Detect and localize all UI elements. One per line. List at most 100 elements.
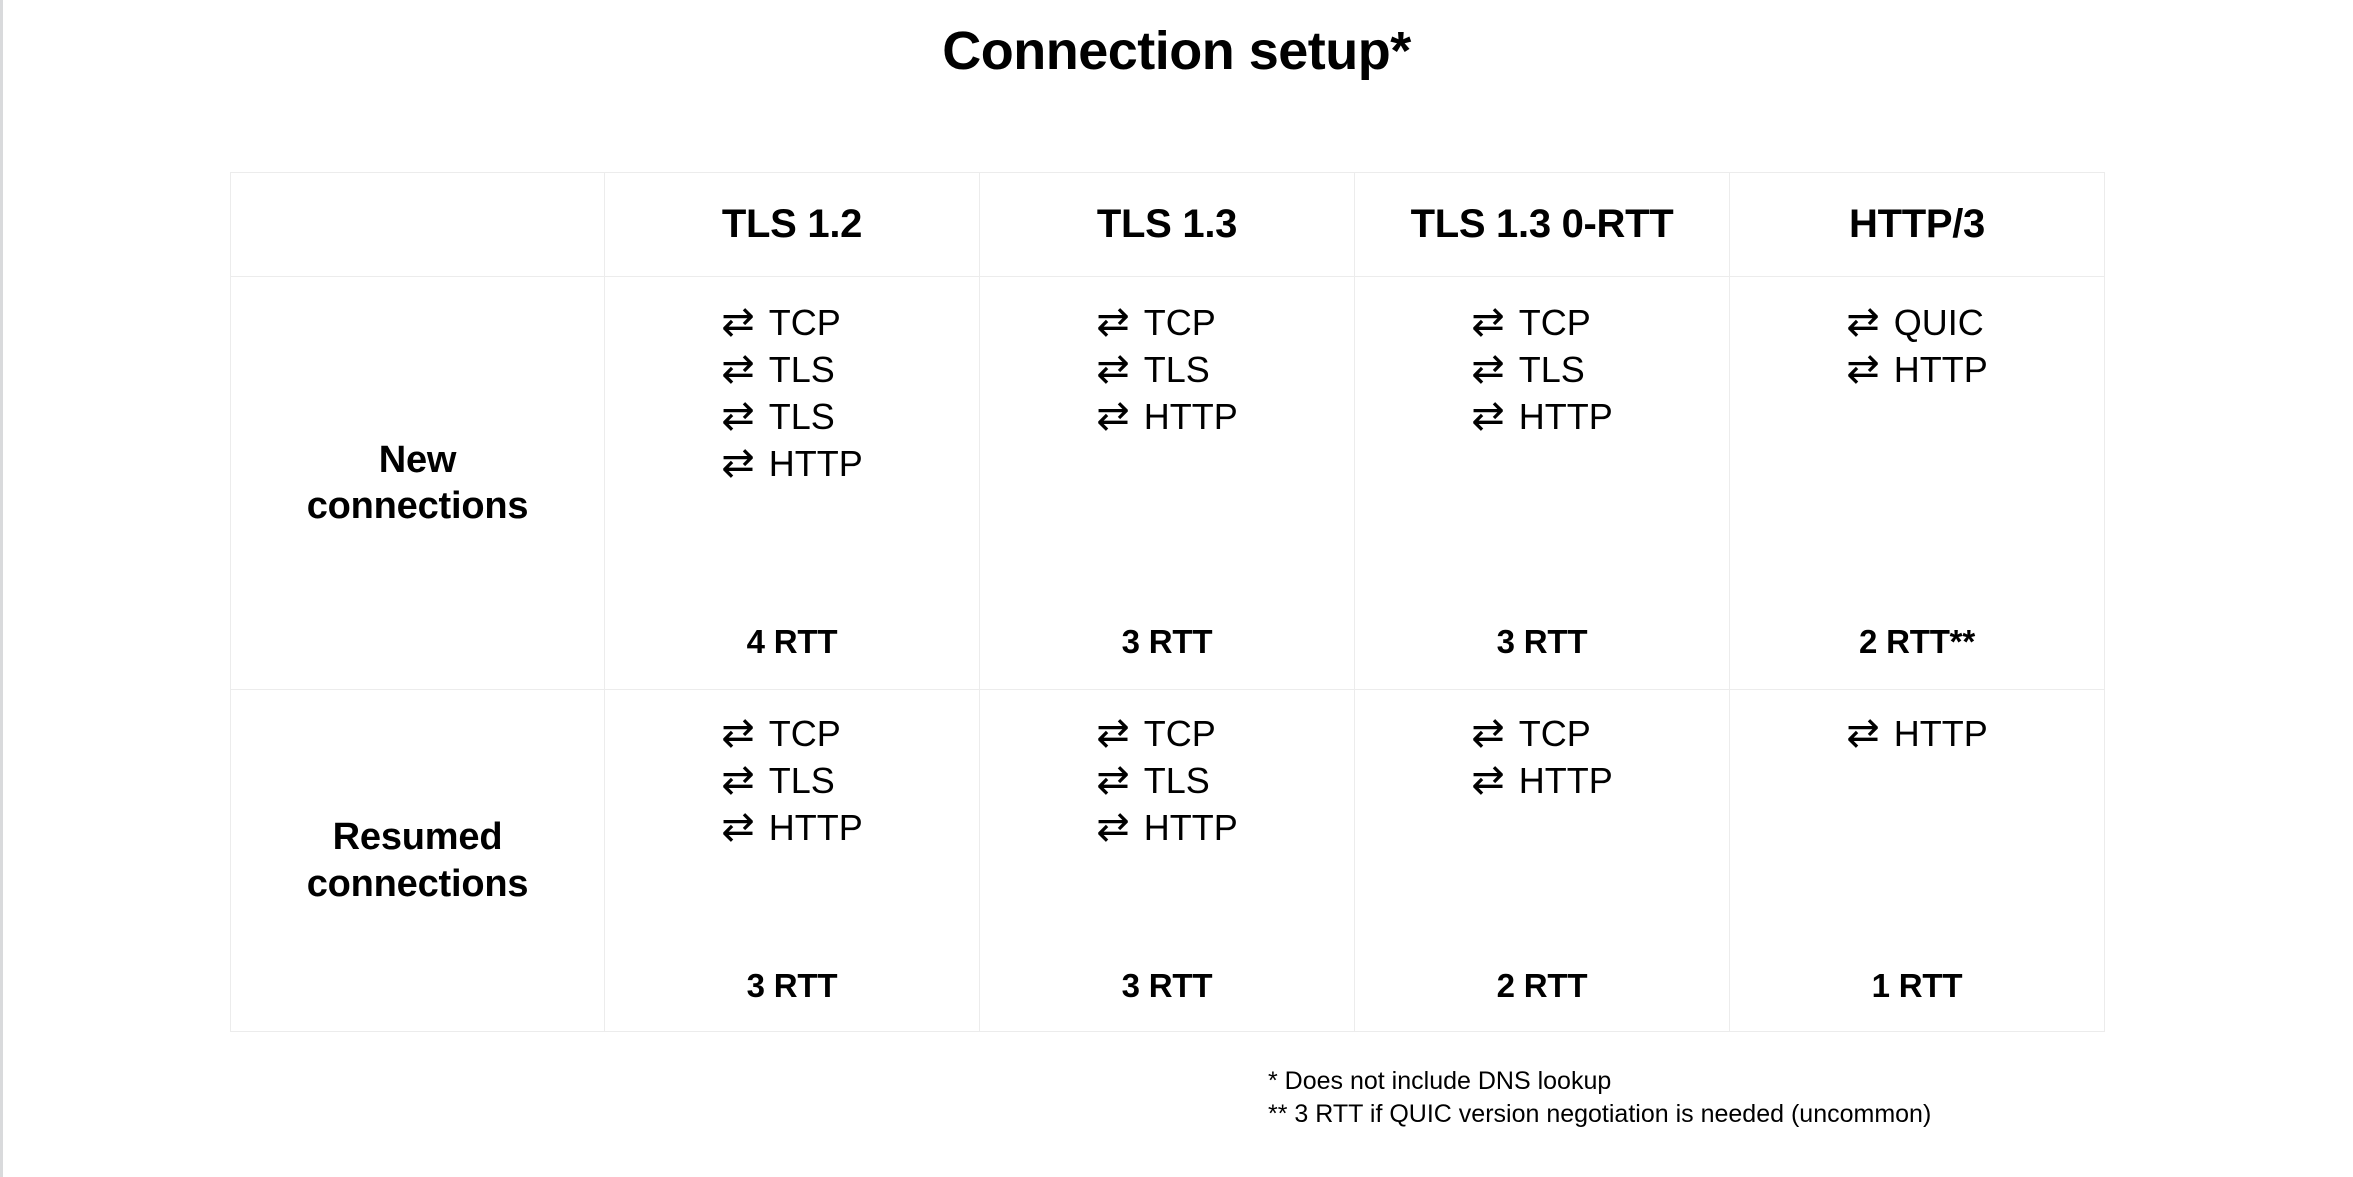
rtt-total: 1 RTT	[1871, 967, 1963, 1004]
bidirectional-arrow-icon: ⇄	[1096, 804, 1130, 850]
handshake-step: ⇄ HTTP	[1471, 393, 1613, 439]
handshake-step-list: ⇄ HTTP	[1846, 710, 1988, 756]
handshake-step-list: ⇄ TCP ⇄ TLS ⇄ HTTP	[1096, 710, 1238, 850]
bidirectional-arrow-icon: ⇄	[1471, 757, 1505, 803]
footnote-quic-version-negotiation: ** 3 RTT if QUIC version negotiation is …	[1268, 1100, 1932, 1128]
bidirectional-arrow-icon: ⇄	[1471, 710, 1505, 756]
handshake-step: ⇄ HTTP	[1096, 393, 1238, 439]
table-row-new-connections: New connections ⇄ TCP ⇄ TLS	[230, 276, 2105, 690]
handshake-step-label: TLS	[1518, 349, 1585, 390]
column-header-tls13-0rtt: TLS 1.3 0-RTT	[1354, 172, 1730, 277]
row-label-resumed-connections: Resumed connections	[230, 689, 605, 1032]
cell-resumed-tls12: ⇄ TCP ⇄ TLS ⇄ HTTP 3	[604, 689, 980, 1032]
handshake-step: ⇄ HTTP	[721, 440, 863, 486]
bidirectional-arrow-icon: ⇄	[1846, 710, 1880, 756]
bidirectional-arrow-icon: ⇄	[1096, 393, 1130, 439]
cell-new-tls13-0rtt: ⇄ TCP ⇄ TLS ⇄ HTTP 3	[1354, 276, 1730, 690]
cell-new-tls13: ⇄ TCP ⇄ TLS ⇄ HTTP 3	[979, 276, 1355, 690]
cell-resumed-tls13-0rtt: ⇄ TCP ⇄ HTTP 2 RTT	[1354, 689, 1730, 1032]
row-label-new-connections: New connections	[230, 276, 605, 690]
handshake-step-label: HTTP	[1893, 713, 1988, 754]
handshake-step-label: HTTP	[1893, 349, 1988, 390]
handshake-step-label: TCP	[768, 302, 841, 343]
cell-new-http3: ⇄ QUIC ⇄ HTTP 2 RTT**	[1729, 276, 2105, 690]
handshake-step-list: ⇄ TCP ⇄ TLS ⇄ TLS	[721, 299, 863, 486]
bidirectional-arrow-icon: ⇄	[721, 757, 755, 803]
handshake-step-label: TLS	[768, 760, 835, 801]
table-header-row: TLS 1.2 TLS 1.3 TLS 1.3 0-RTT HTTP/3	[230, 172, 2105, 277]
handshake-step: ⇄ TCP	[1096, 710, 1216, 756]
rtt-total: 3 RTT	[1496, 623, 1588, 660]
bidirectional-arrow-icon: ⇄	[1471, 393, 1505, 439]
column-header-tls12: TLS 1.2	[604, 172, 980, 277]
handshake-step-list: ⇄ TCP ⇄ TLS ⇄ HTTP	[721, 710, 863, 850]
handshake-step-label: TCP	[1518, 713, 1591, 754]
handshake-step-label: QUIC	[1893, 302, 1984, 343]
handshake-step-label: TCP	[1143, 302, 1216, 343]
rtt-total: 3 RTT	[746, 967, 838, 1004]
handshake-step: ⇄ TCP	[721, 710, 841, 756]
handshake-step-label: TCP	[1143, 713, 1216, 754]
table-row-resumed-connections: Resumed connections ⇄ TCP ⇄ TLS	[230, 689, 2105, 1032]
rtt-total: 2 RTT	[1496, 967, 1588, 1004]
rtt-total: 3 RTT	[1121, 967, 1213, 1004]
bidirectional-arrow-icon: ⇄	[1096, 299, 1130, 345]
handshake-step-label: HTTP	[768, 443, 863, 484]
bidirectional-arrow-icon: ⇄	[1846, 299, 1880, 345]
bidirectional-arrow-icon: ⇄	[721, 393, 755, 439]
bidirectional-arrow-icon: ⇄	[721, 440, 755, 486]
connection-setup-table: TLS 1.2 TLS 1.3 TLS 1.3 0-RTT HTTP/3 New…	[230, 172, 2105, 1032]
slide-left-edge-rule	[0, 0, 3, 1177]
column-header-tls13: TLS 1.3	[979, 172, 1355, 277]
handshake-step: ⇄ TLS	[1096, 757, 1210, 803]
handshake-step: ⇄ TCP	[1471, 710, 1591, 756]
handshake-step-label: TLS	[1143, 760, 1210, 801]
bidirectional-arrow-icon: ⇄	[721, 299, 755, 345]
handshake-step: ⇄ HTTP	[1846, 346, 1988, 392]
handshake-step: ⇄ TLS	[1471, 346, 1585, 392]
handshake-step-label: TCP	[1518, 302, 1591, 343]
handshake-step-label: TLS	[768, 349, 835, 390]
cell-new-tls12: ⇄ TCP ⇄ TLS ⇄ TLS	[604, 276, 980, 690]
handshake-step: ⇄ HTTP	[1096, 804, 1238, 850]
handshake-step-label: HTTP	[1143, 807, 1238, 848]
rtt-total: 2 RTT**	[1859, 623, 1975, 660]
table-corner-cell	[230, 172, 605, 277]
rtt-total: 4 RTT	[746, 623, 838, 660]
bidirectional-arrow-icon: ⇄	[1846, 346, 1880, 392]
rtt-total: 3 RTT	[1121, 623, 1213, 660]
handshake-step-label: TLS	[1143, 349, 1210, 390]
handshake-step-label: HTTP	[1518, 396, 1613, 437]
handshake-step: ⇄ TLS	[721, 393, 835, 439]
footnote-dns-lookup: * Does not include DNS lookup	[1268, 1067, 1612, 1095]
row-label-line-1: New	[378, 438, 457, 481]
handshake-step-label: HTTP	[768, 807, 863, 848]
handshake-step: ⇄ QUIC	[1846, 299, 1984, 345]
handshake-step-label: TLS	[768, 396, 835, 437]
bidirectional-arrow-icon: ⇄	[1471, 346, 1505, 392]
bidirectional-arrow-icon: ⇄	[1096, 710, 1130, 756]
bidirectional-arrow-icon: ⇄	[1096, 757, 1130, 803]
column-header-http3: HTTP/3	[1729, 172, 2105, 277]
bidirectional-arrow-icon: ⇄	[1096, 346, 1130, 392]
handshake-step: ⇄ TCP	[1471, 299, 1591, 345]
bidirectional-arrow-icon: ⇄	[1471, 299, 1505, 345]
handshake-step-list: ⇄ TCP ⇄ HTTP	[1471, 710, 1613, 803]
handshake-step-label: HTTP	[1518, 760, 1613, 801]
handshake-step-list: ⇄ TCP ⇄ TLS ⇄ HTTP	[1471, 299, 1613, 439]
handshake-step: ⇄ TCP	[721, 299, 841, 345]
bidirectional-arrow-icon: ⇄	[721, 710, 755, 756]
cell-resumed-http3: ⇄ HTTP 1 RTT	[1729, 689, 2105, 1032]
handshake-step: ⇄ TLS	[1096, 346, 1210, 392]
footnotes-block: * Does not include DNS lookup ** 3 RTT i…	[1268, 1065, 1931, 1131]
handshake-step-list: ⇄ TCP ⇄ TLS ⇄ HTTP	[1096, 299, 1238, 439]
handshake-step: ⇄ HTTP	[1471, 757, 1613, 803]
handshake-step: ⇄ TLS	[721, 346, 835, 392]
row-label-line-2: connections	[306, 485, 529, 527]
handshake-step-list: ⇄ QUIC ⇄ HTTP	[1846, 299, 1988, 392]
cell-resumed-tls13: ⇄ TCP ⇄ TLS ⇄ HTTP 3	[979, 689, 1355, 1032]
bidirectional-arrow-icon: ⇄	[721, 346, 755, 392]
bidirectional-arrow-icon: ⇄	[721, 804, 755, 850]
page-title: Connection setup*	[942, 21, 1411, 81]
handshake-step-label: TCP	[768, 713, 841, 754]
